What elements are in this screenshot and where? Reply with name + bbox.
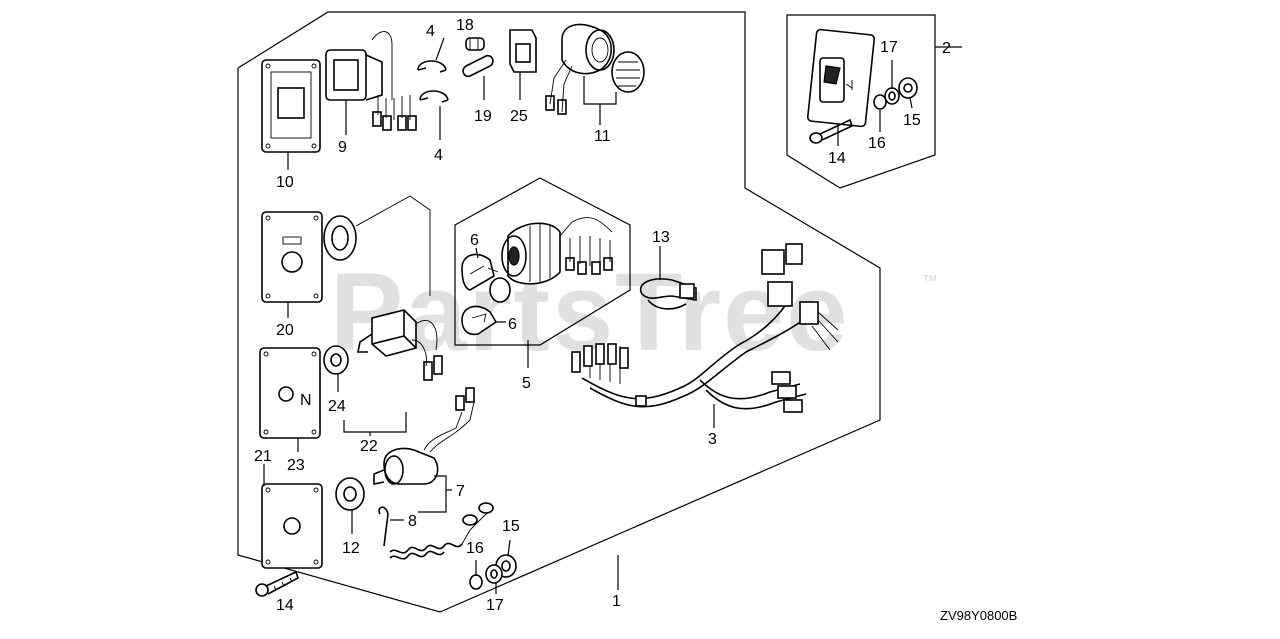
part-2-switch-panel[interactable] (806, 28, 876, 128)
part-gasket-ring[interactable] (323, 215, 357, 261)
part-17-washer-bottom[interactable] (485, 564, 503, 584)
panel-n-marking: N (300, 392, 312, 409)
part-key-ring[interactable] (489, 277, 511, 303)
part-19-pin[interactable] (462, 54, 494, 78)
part-11-grille[interactable] (611, 51, 645, 93)
callout-4-bottom: 4 (434, 147, 443, 164)
callout-1: 1 (612, 593, 621, 610)
part-3-wire-harness[interactable] (571, 243, 839, 413)
callout-6-top: 6 (470, 232, 479, 249)
part-11-buzzer[interactable] (545, 23, 615, 115)
callout-14-bottom: 14 (276, 597, 294, 614)
part-5-ignition-switch[interactable] (501, 217, 613, 285)
part-13-clamp[interactable] (639, 278, 697, 310)
callout-2: 2 (942, 40, 951, 57)
part-10-panel[interactable] (261, 59, 321, 153)
callout-16-bottom: 16 (466, 540, 484, 557)
part-18-bolt[interactable] (465, 37, 485, 51)
callout-20: 20 (276, 322, 294, 339)
part-22-switch[interactable] (357, 309, 443, 381)
watermark-trademark: ™ (922, 273, 938, 290)
part-14-screw-top[interactable] (809, 118, 853, 144)
callout-15-bottom: 15 (502, 518, 520, 535)
leader-7-bracket (418, 475, 447, 513)
leader-gasket (355, 195, 431, 296)
callout-21: 21 (254, 448, 272, 465)
part-7-solenoid[interactable] (373, 387, 475, 485)
callout-7: 7 (456, 483, 465, 500)
part-12-nut[interactable] (335, 477, 365, 511)
callout-3: 3 (708, 431, 717, 448)
callout-23: 23 (287, 457, 305, 474)
leader-15a (909, 97, 913, 109)
callout-24: 24 (328, 398, 346, 415)
diagram-code: ZV98Y0800B (940, 608, 1017, 623)
callout-9: 9 (338, 139, 347, 156)
part-25-cover[interactable] (509, 29, 537, 73)
leader-22-bracket (343, 412, 407, 433)
callout-10: 10 (276, 174, 294, 191)
kit-outline-5 (454, 177, 631, 346)
callout-8: 8 (408, 513, 417, 530)
kit-outline-main (237, 11, 881, 613)
part-23-panel[interactable]: N (259, 347, 321, 439)
part-14-screw-bottom[interactable] (255, 570, 299, 597)
callout-25: 25 (510, 108, 528, 125)
callout-12: 12 (342, 540, 360, 557)
callout-13: 13 (652, 229, 670, 246)
leader-15b (507, 539, 511, 557)
callout-19: 19 (474, 108, 492, 125)
callout-17-bottom: 17 (486, 597, 504, 614)
part-8-spring-lead[interactable] (378, 502, 495, 560)
callout-4-top: 4 (426, 23, 435, 40)
callout-14-top: 14 (828, 150, 846, 167)
callout-18: 18 (456, 17, 474, 34)
callout-17-top: 17 (880, 39, 898, 56)
part-4-clip-top[interactable] (417, 60, 447, 73)
part-16-washer-top[interactable] (873, 94, 887, 110)
callout-15-top: 15 (903, 112, 921, 129)
leader-4a (435, 37, 445, 61)
callout-5: 5 (522, 375, 531, 392)
callout-16-top: 16 (868, 135, 886, 152)
leader-6a (475, 247, 479, 259)
leader-11-bracket (583, 76, 617, 105)
part-15-nut-top[interactable] (898, 77, 918, 99)
part-9-switch[interactable] (325, 31, 417, 131)
part-6-key-a[interactable] (461, 253, 499, 291)
part-17-washer-top[interactable] (884, 87, 900, 105)
callout-6-bottom: 6 (508, 316, 517, 333)
kit-outline-2 (786, 14, 936, 189)
part-16-washer-bottom[interactable] (469, 574, 483, 590)
part-4-clip-bottom[interactable] (419, 90, 449, 103)
part-20-panel[interactable] (261, 211, 323, 303)
part-24-nut[interactable] (323, 345, 349, 375)
callout-11: 11 (594, 128, 611, 145)
part-21-panel[interactable] (261, 483, 323, 569)
callout-22: 22 (360, 438, 378, 455)
